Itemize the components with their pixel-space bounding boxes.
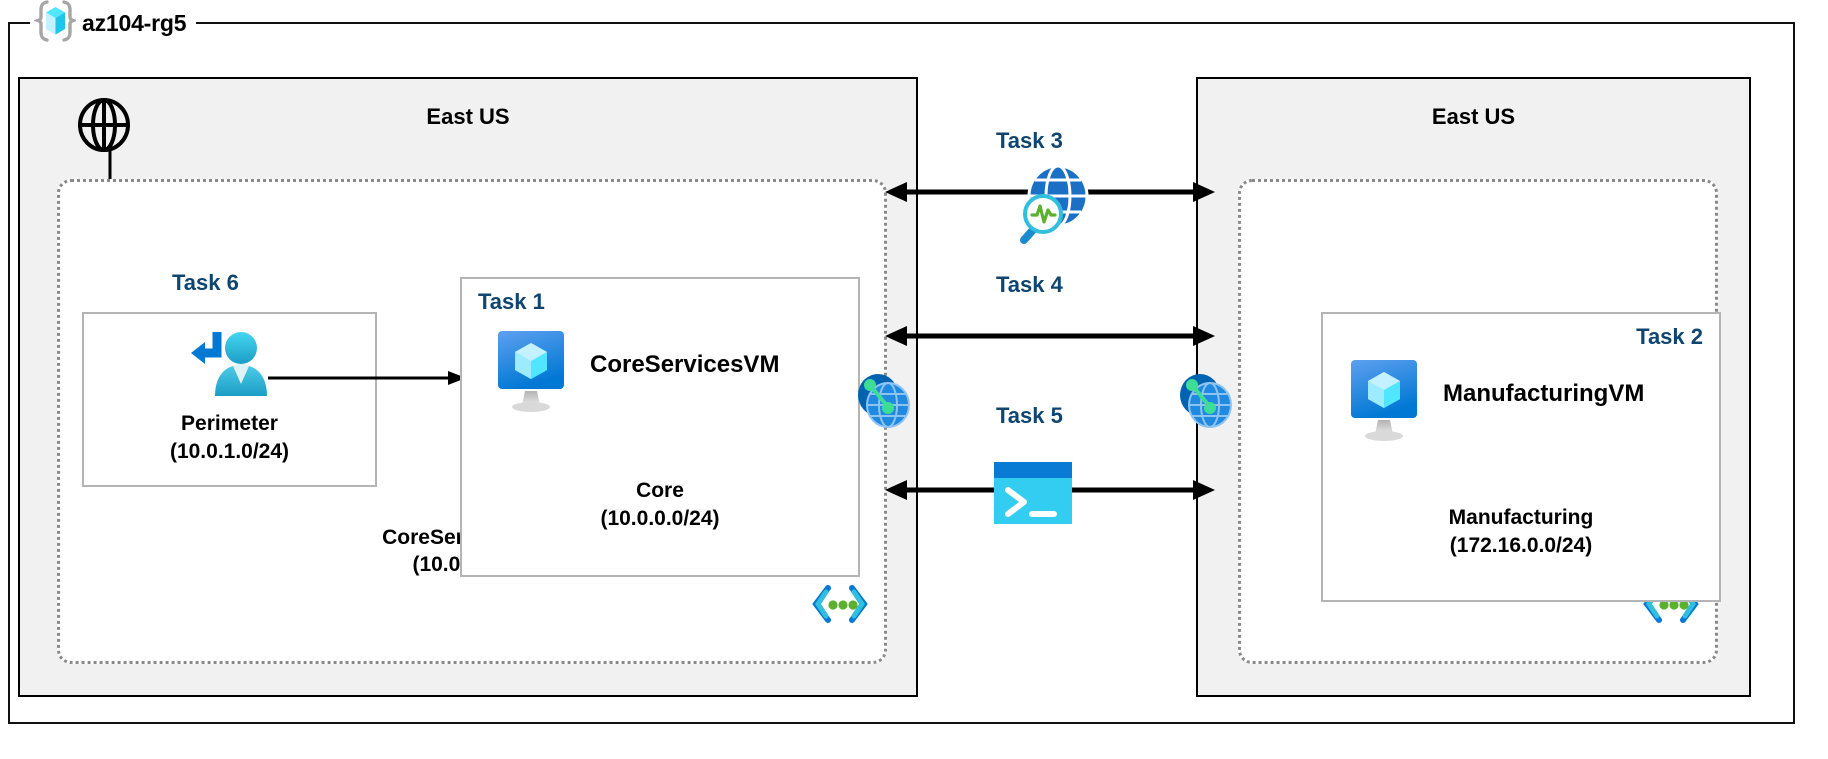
vnet-peering-icon-left (854, 367, 916, 438)
vnet-coreservices: CoreServicesVnet (10.0.0.0/16) Task 6 (57, 179, 887, 664)
task-label-2: Task 2 (1636, 324, 1703, 349)
region-east-us-right: East US ManufacturingVnet (172.16.0.0/16… (1180, 77, 1751, 697)
task-label-5: Task 5 (996, 403, 1063, 428)
resource-group-header: az104-rg5 (30, 0, 197, 48)
vm-name-manufacturing: ManufacturingVM (1443, 380, 1645, 407)
vnet-peering-icon-right (1176, 367, 1238, 438)
task4-double-arrow (885, 326, 1215, 346)
task-label-1: Task 1 (478, 289, 545, 314)
virtual-machine-icon (494, 329, 574, 418)
subnet-perimeter: Perimeter (10.0.1.0/24) (82, 312, 377, 487)
vnet-manufacturing: ManufacturingVnet (172.16.0.0/16) Task 2 (1238, 179, 1721, 664)
subnet-core-cidr: (10.0.0.0/24) (600, 506, 720, 530)
subnet-core-label: Core (10.0.0.0/24) (462, 477, 858, 532)
resource-group-icon (32, 0, 79, 48)
subnet-manufacturing-name: Manufacturing (1448, 506, 1594, 529)
resource-group-boundary (8, 22, 1795, 724)
subnet-perimeter-cidr: (10.0.1.0/24) (169, 439, 290, 463)
resource-group-name: az104-rg5 (82, 9, 187, 36)
subnet-perimeter-name: Perimeter (181, 412, 278, 435)
subnet-manufacturing-cidr: (172.16.0.0/24) (1449, 533, 1593, 557)
subnet-manufacturing-label: Manufacturing (172.16.0.0/24) (1323, 504, 1719, 559)
task-label-3: Task 3 (996, 128, 1063, 153)
region-east-us-left: East US CoreServicesVnet (10.0.0.0/16) (18, 77, 918, 697)
vnet-icon (812, 582, 868, 631)
vm-name-coreservices: CoreServicesVM (590, 351, 780, 378)
network-watcher-icon (1010, 160, 1096, 251)
virtual-machine-icon (1347, 358, 1427, 447)
region-title-right: East US (1431, 104, 1516, 129)
perimeter-to-core-arrow (268, 371, 466, 385)
subnet-manufacturing: Task 2 (1321, 312, 1721, 602)
subnet-core-name: Core (636, 479, 684, 502)
cloud-shell-icon (994, 462, 1072, 529)
subnet-perimeter-label: Perimeter (10.0.1.0/24) (84, 410, 375, 465)
task-label-6: Task 6 (172, 270, 239, 295)
internet-globe-icon (76, 97, 132, 158)
bastion-user-icon (189, 326, 275, 411)
task-label-4: Task 4 (996, 272, 1063, 297)
region-title-left: East US (426, 104, 510, 129)
subnet-core: Task 1 (460, 277, 860, 577)
